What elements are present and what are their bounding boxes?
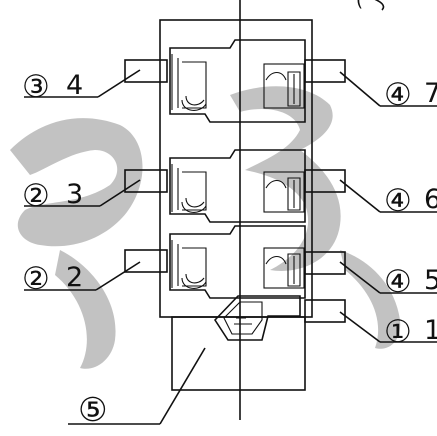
contact-assembly-lower [124,225,346,299]
top-partial-glyph [374,0,385,11]
callout-circle-4c: ④ [384,264,412,300]
contact-assembly-top [124,39,346,123]
bottom-switch-element [213,295,346,341]
calligraphy-watermark [10,86,401,369]
top-partial-label: ( [356,0,363,11]
callout-number-6: 6 [424,184,437,215]
callout-circle-4b: ④ [384,183,412,219]
contact-assembly-middle [124,149,346,223]
callout-number-4: 4 [66,70,83,101]
callout-circle-1: ① [384,314,412,350]
callout-circle-3: ③ [22,69,50,105]
callout-labels: ③ 4 ② 3 ② 2 ④ 7 ④ 6 ④ 5 ① 1 ⑤ [22,69,437,429]
leader-lines [24,69,437,425]
callout-circle-2b: ② [22,261,50,297]
callout-number-1: 1 [424,315,437,346]
callout-number-7: 7 [424,78,437,109]
callout-circle-4a: ④ [384,77,412,113]
callout-number-5: 5 [424,265,437,296]
callout-circle-2a: ② [22,178,50,214]
callout-number-3: 3 [66,179,83,210]
callout-number-2: 2 [66,262,83,293]
housing [159,0,313,420]
callout-circle-5: ⑤ [78,390,108,429]
